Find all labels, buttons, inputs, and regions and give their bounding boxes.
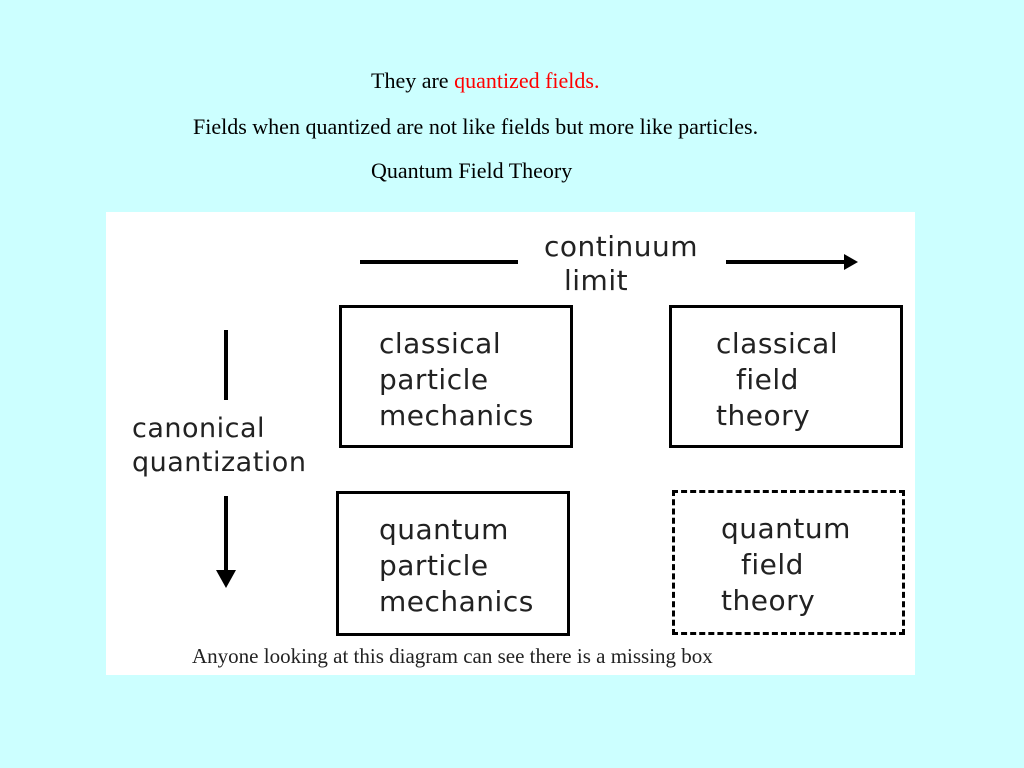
box3-line1: quantum bbox=[379, 513, 509, 546]
quantization-line-bottom bbox=[224, 496, 228, 574]
box4-line2: field bbox=[741, 548, 804, 581]
canonical-label: canonical bbox=[132, 413, 266, 444]
continuum-limit-label: continuum limit bbox=[544, 230, 698, 298]
continuum-line-left bbox=[360, 260, 518, 264]
box-classical-particle-mechanics: classical particle mechanics bbox=[339, 305, 573, 448]
heading-line-1: They are quantized fields. bbox=[371, 68, 599, 94]
heading-line-1-highlight: quantized fields. bbox=[454, 68, 600, 93]
continuum-line-right bbox=[726, 260, 846, 264]
diagram-panel: continuum limit canonical quantization c… bbox=[106, 212, 915, 675]
heading-line-3: Quantum Field Theory bbox=[371, 158, 573, 183]
quantization-label: quantization bbox=[132, 447, 307, 478]
box2-line1: classical bbox=[716, 327, 839, 360]
box-quantum-field-theory: quantum field theory bbox=[672, 490, 905, 635]
classical-particle-mechanics-text: classical particle mechanics bbox=[379, 326, 534, 434]
canonical-quantization-label: canonical quantization bbox=[132, 412, 306, 480]
quantization-line-top bbox=[224, 330, 228, 400]
diagram-caption: Anyone looking at this diagram can see t… bbox=[192, 644, 713, 668]
continuum-label: continuum bbox=[544, 230, 699, 263]
box2-line3: theory bbox=[716, 399, 811, 432]
continuum-arrowhead-icon bbox=[844, 254, 858, 270]
box4-line3: theory bbox=[721, 584, 816, 617]
quantization-arrowhead-icon bbox=[216, 570, 236, 588]
box4-line1: quantum bbox=[721, 512, 851, 545]
box-quantum-particle-mechanics: quantum particle mechanics bbox=[336, 491, 570, 636]
box1-line1: classical bbox=[379, 327, 502, 360]
classical-field-theory-text: classical field theory bbox=[716, 326, 838, 434]
box3-line3: mechanics bbox=[379, 585, 534, 618]
heading-line-2: Fields when quantized are not like field… bbox=[193, 114, 759, 139]
quantum-field-theory-text: quantum field theory bbox=[721, 511, 851, 619]
box3-line2: particle bbox=[379, 549, 489, 582]
box-classical-field-theory: classical field theory bbox=[669, 305, 903, 448]
limit-label: limit bbox=[564, 264, 629, 297]
box2-line2: field bbox=[736, 363, 799, 396]
box1-line2: particle bbox=[379, 363, 489, 396]
quantum-particle-mechanics-text: quantum particle mechanics bbox=[379, 512, 534, 620]
heading-line-1-prefix: They are bbox=[371, 68, 455, 93]
box1-line3: mechanics bbox=[379, 399, 534, 432]
